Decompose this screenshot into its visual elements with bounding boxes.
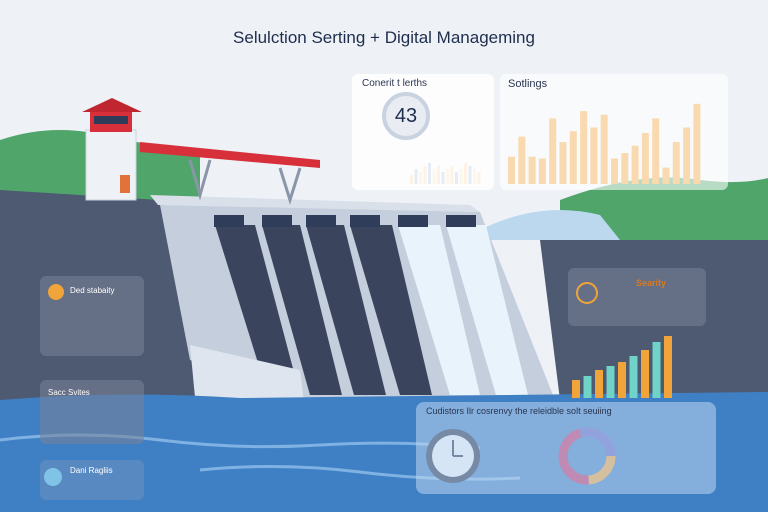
chart-bar: [641, 350, 649, 398]
growth-bar-chart: [572, 336, 672, 398]
stability-title: Ded stabaity: [70, 286, 115, 295]
settings-title: Sotlings: [508, 78, 548, 90]
dam-crest: [150, 195, 480, 212]
chart-bar: [618, 362, 626, 398]
chart-bar: [583, 376, 592, 398]
tower-door: [120, 175, 130, 193]
chart-bar: [595, 370, 603, 398]
far-mountain: [480, 210, 620, 240]
security-card: Searity: [568, 268, 706, 326]
tower-windows: [94, 116, 128, 124]
spillway-bays: [214, 215, 528, 395]
control-panel-title: Conerit t lerths: [362, 78, 428, 89]
setting-card: Sacc Svites: [40, 380, 144, 444]
stability-card: Ded stabaity: [40, 276, 144, 356]
security-title: Searity: [636, 278, 667, 288]
page-title: Selulction Serting + Digital Manageming: [233, 28, 535, 47]
data-card: Dani Ragliis: [40, 460, 144, 500]
bottom-panel: Cudistors Ilr cosrenvy the releidble sol…: [416, 402, 716, 494]
data-icon: [44, 468, 62, 486]
gauge-dial: 43: [382, 92, 430, 140]
bottom-panel-title: Cudistors Ilr cosrenvy the releidble sol…: [426, 406, 612, 416]
chart-bar: [572, 380, 580, 398]
gantry-crane: [140, 142, 320, 206]
setting-title: Sacc Svites: [48, 388, 90, 397]
tower-roof: [82, 98, 142, 112]
data-title: Dani Ragliis: [70, 466, 113, 475]
settings-card: Sotlings: [500, 74, 728, 190]
security-icon: [576, 282, 598, 304]
chart-bar: [629, 356, 638, 398]
chart-bar: [606, 366, 615, 398]
chart-bar: [652, 342, 661, 398]
stability-icon: [48, 284, 64, 300]
chart-bar: [664, 336, 672, 398]
